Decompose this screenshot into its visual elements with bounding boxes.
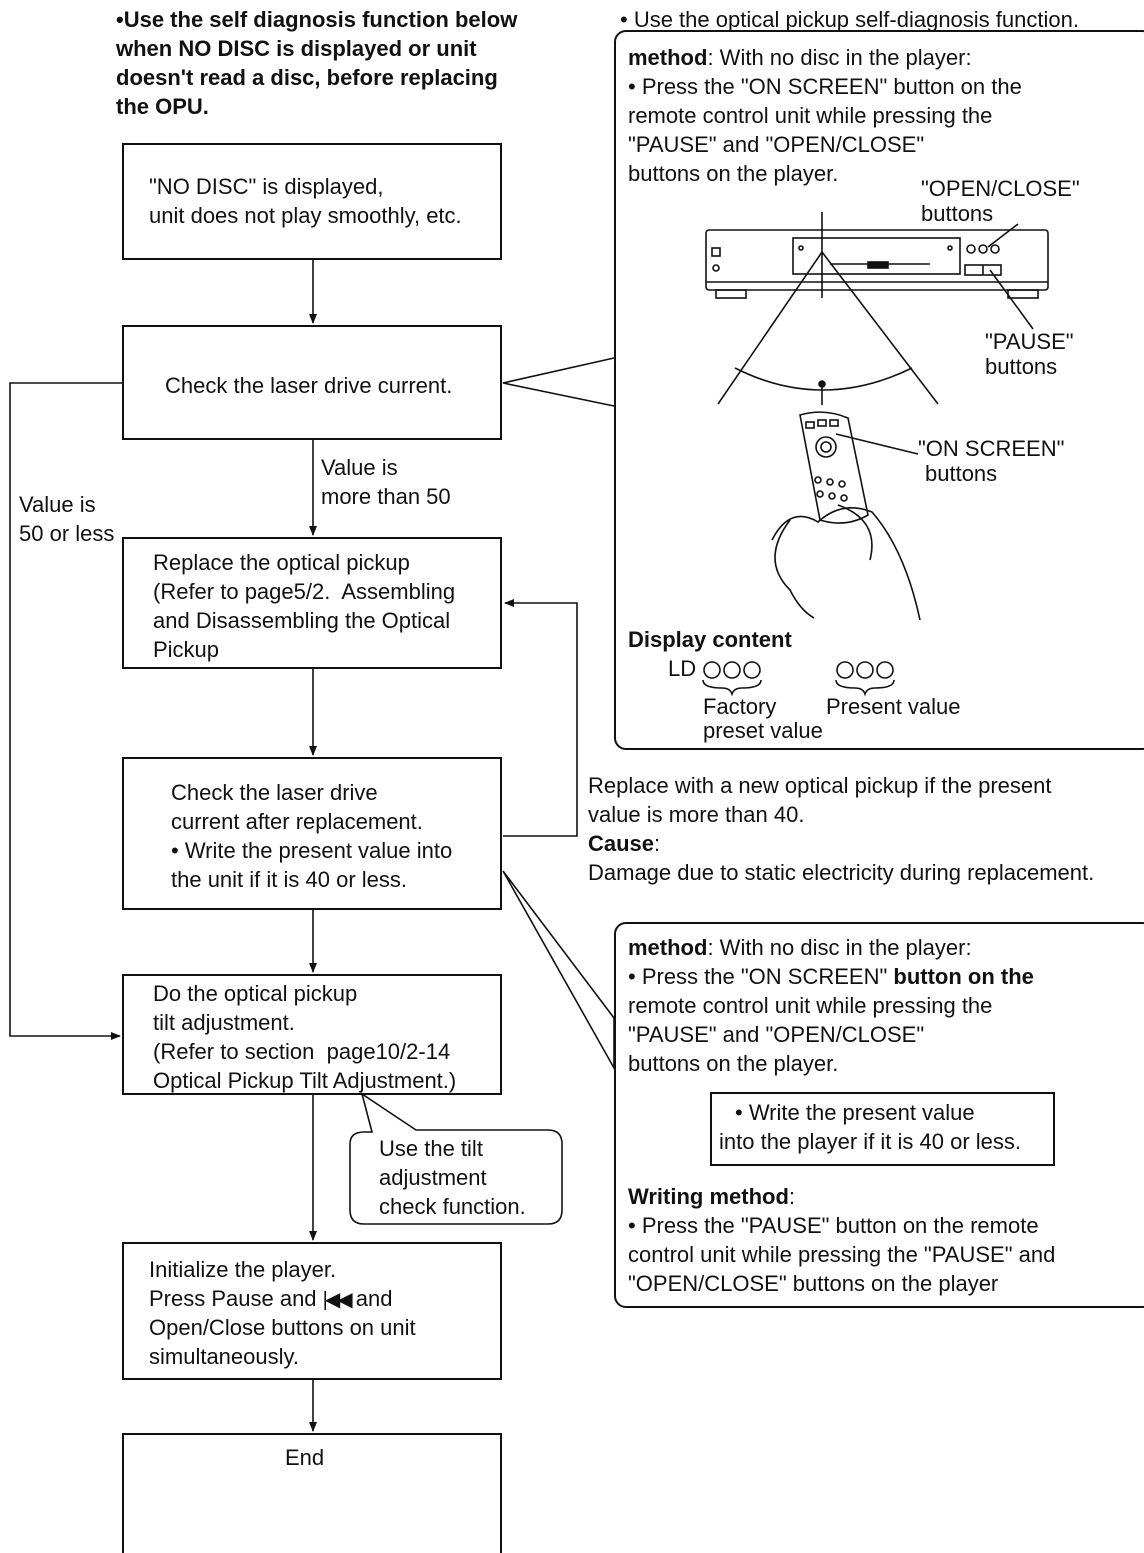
hand-holding-remote <box>771 504 921 621</box>
box5-line-2: tilt adjustment. <box>153 1010 295 1035</box>
panel1-line-2: remote control unit while pressing the <box>628 103 993 128</box>
box6-line-2b: and <box>349 1286 393 1311</box>
flow-box-tilt-adjust <box>122 974 502 1095</box>
writing-line-1: • Press the "PAUSE" button on the remote <box>628 1213 1039 1238</box>
display-factory-1: Factory <box>703 694 777 719</box>
method-panel-display <box>614 30 1144 750</box>
player-body <box>705 229 1049 291</box>
panel2-line-1: • Press the "ON SCREEN" button on the <box>628 962 1034 991</box>
panel2-method-line: method: With no disc in the player: <box>628 933 972 962</box>
label-onscreen-2: buttons <box>925 461 998 486</box>
top-right-note: • Use the optical pickup self-diagnosis … <box>620 7 1079 32</box>
panel2-method-label: method <box>628 935 708 960</box>
panel2-line-1b: "ON SCREEN" <box>740 964 888 989</box>
box3-line-1: Replace the optical pickup <box>153 550 410 575</box>
intro-line-2: when NO DISC is displayed or unit <box>116 36 477 61</box>
middle-note-line-1: Replace with a new optical pickup if the… <box>588 773 1052 798</box>
box6-line-1: Initialize the player. <box>149 1257 337 1282</box>
box6-line-3: Open/Close buttons on unit <box>149 1315 416 1340</box>
panel2-line-4: buttons on the player. <box>628 1051 839 1076</box>
box4-line-3: • Write the present value into <box>171 838 453 863</box>
box4-line-4: the unit if it is 40 or less. <box>171 867 407 892</box>
branch-more-line-1: Value is <box>321 455 398 480</box>
display-content-label: Display content <box>628 627 792 652</box>
label-onscreen-1: "ON SCREEN" <box>918 436 1065 461</box>
display-digits-illustration <box>702 661 895 697</box>
intro-line-1: •Use the self diagnosis function below <box>116 7 518 32</box>
box5-line-3: (Refer to section page10/2-14 <box>153 1039 451 1064</box>
box5-line-1: Do the optical pickup <box>153 981 358 1006</box>
callout-line-3: check function. <box>379 1194 526 1219</box>
label-pause-1: "PAUSE" <box>985 329 1074 354</box>
cause-label: Cause <box>588 831 655 856</box>
display-factory-2: preset value <box>703 718 823 743</box>
middle-note-cause-text: Damage due to static electricity during … <box>588 860 1095 885</box>
callout-wedge-panel1 <box>502 357 615 407</box>
label-pause-2: buttons <box>985 354 1058 379</box>
panel2-line-1a: • Press the <box>628 964 741 989</box>
box6-line-4: simultaneously. <box>149 1344 299 1369</box>
box7-line-1: End <box>285 1445 325 1470</box>
player-remote-illustration <box>705 212 1049 621</box>
remote-control <box>799 411 869 524</box>
intro-line-4: the OPU. <box>116 94 209 119</box>
arrow-loop-right <box>503 599 578 837</box>
callout-line-2: adjustment <box>379 1165 487 1190</box>
panel1-line-3: "PAUSE" and "OPEN/CLOSE" <box>628 132 925 157</box>
writing-method-heading: Writing method: <box>628 1182 795 1211</box>
branch-less-line-2: 50 or less <box>19 521 115 546</box>
branch-less-line-1: Value is <box>19 492 96 517</box>
panel1-line-4: buttons on the player. <box>628 161 839 186</box>
box6-line-2: Press Pause and |◀◀ and <box>149 1284 392 1315</box>
box1-line-1: "NO DISC" is displayed, <box>149 174 384 199</box>
box4-line-1: Check the laser drive <box>171 780 378 805</box>
flow-box-end <box>122 1433 502 1553</box>
method-panel-writing <box>614 922 1144 1308</box>
box4-line-2: current after replacement. <box>171 809 423 834</box>
middle-note-line-2: value is more than 40. <box>588 802 805 827</box>
flow-box-check-after <box>122 757 502 910</box>
intro-line-3: doesn't read a disc, before replacing <box>116 65 498 90</box>
panel1-line-1: • Press the "ON SCREEN" button on the <box>628 74 1022 99</box>
box3-line-4: Pickup <box>153 637 220 662</box>
writing-line-2: control unit while pressing the "PAUSE" … <box>628 1242 1056 1267</box>
inner-box-line-1: • Write the present value <box>735 1100 975 1125</box>
label-openclose-2: buttons <box>921 201 994 226</box>
label-openclose-1: "OPEN/CLOSE" <box>921 176 1080 201</box>
callout-bubble <box>349 1092 563 1225</box>
arrow-bypass-left <box>9 382 122 1040</box>
branch-more-line-2: more than 50 <box>321 484 451 509</box>
writing-line-3: "OPEN/CLOSE" buttons on the player <box>628 1271 999 1296</box>
panel2-method-text: : With no disc in the player: <box>707 935 972 960</box>
box3-line-2: (Refer to page5/2. Assembling <box>153 579 456 604</box>
flow-box-replace-pickup <box>122 537 502 669</box>
inner-note-box <box>710 1092 1055 1166</box>
box2-line-1: Check the laser drive current. <box>165 373 453 398</box>
box3-line-3: and Disassembling the Optical <box>153 608 451 633</box>
box1-line-2: unit does not play smoothly, etc. <box>149 203 462 228</box>
writing-method-label: Writing method <box>628 1184 789 1209</box>
skip-back-icon: |◀◀ <box>322 1289 353 1311</box>
panel1-method-label: method <box>628 45 708 70</box>
panel1-method-text: : With no disc in the player: <box>707 45 972 70</box>
box6-line-2a: Press Pause and <box>149 1286 323 1311</box>
middle-note-cause: Cause: <box>588 831 661 856</box>
callout-line-1: Use the tilt <box>379 1136 483 1161</box>
panel2-line-3: "PAUSE" and "OPEN/CLOSE" <box>628 1022 925 1047</box>
flow-box-initialize <box>122 1242 502 1380</box>
display-present: Present value <box>826 694 961 719</box>
panel2-line-1c: button on the <box>887 964 1034 989</box>
panel2-line-2: remote control unit while pressing the <box>628 993 993 1018</box>
flow-box-check-laser <box>122 325 502 440</box>
callout-wedge-panel2 <box>502 870 615 1072</box>
panel1-method-line: method: With no disc in the player: <box>628 43 972 72</box>
box5-line-4: Optical Pickup Tilt Adjustment.) <box>153 1068 457 1093</box>
display-prefix: LD <box>668 656 697 681</box>
flow-box-no-disc <box>122 143 502 260</box>
writing-method-colon: : <box>788 1184 796 1209</box>
inner-box-line-2: into the player if it is 40 or less. <box>719 1129 1022 1154</box>
